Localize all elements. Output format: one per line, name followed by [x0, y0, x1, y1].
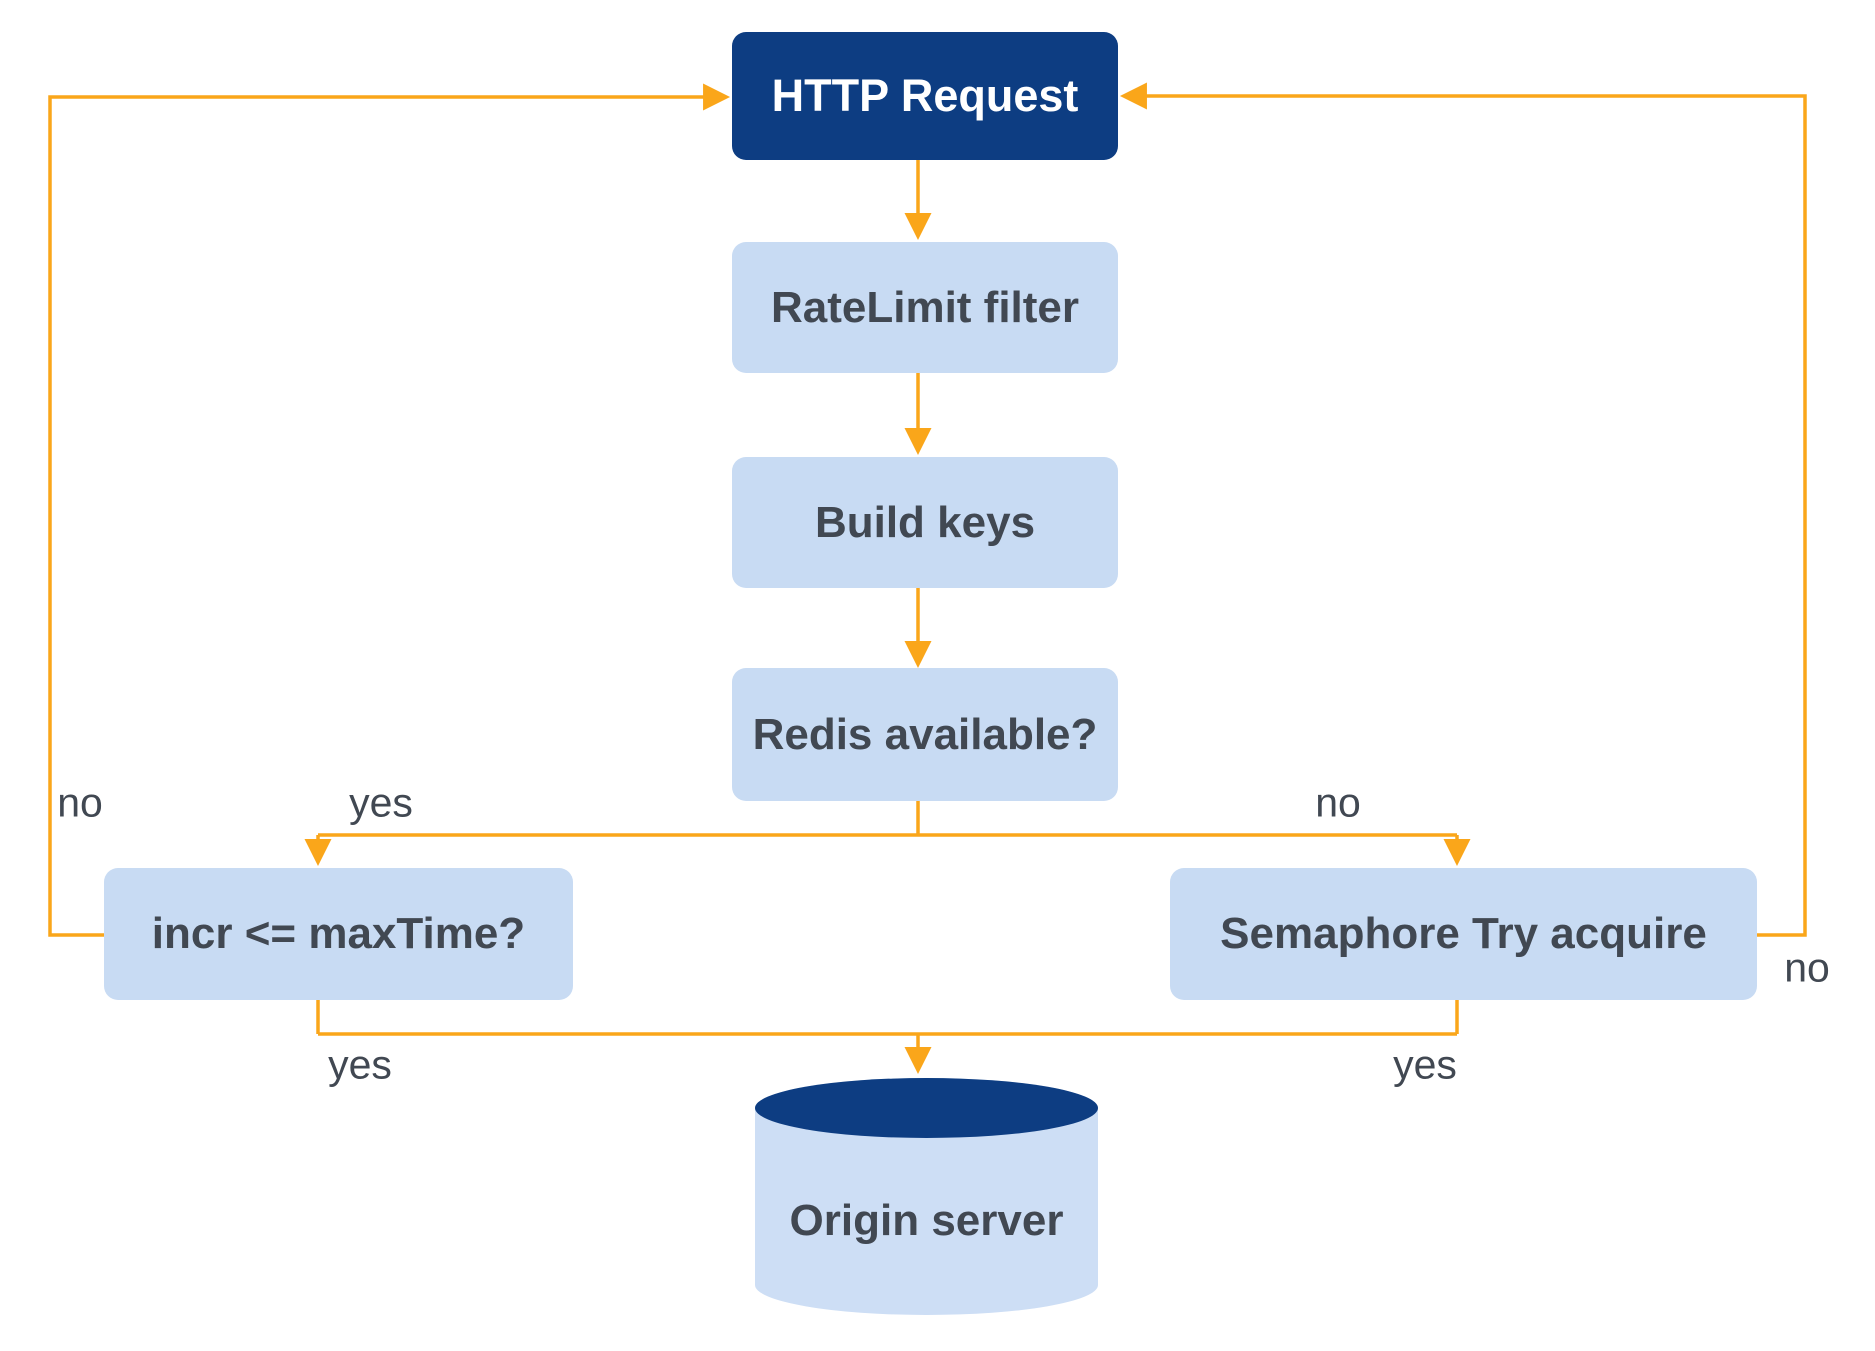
node-http-request: HTTP Request — [732, 32, 1118, 160]
edge-label-semaphore-yes: yes — [1393, 1041, 1457, 1088]
node-redis-available: Redis available? — [732, 668, 1118, 801]
cylinder-shape-icon — [755, 1078, 1098, 1315]
edge-semaphore-no-loop — [1119, 82, 1807, 937]
node-semaphore-try-acquire-label: Semaphore Try acquire — [1220, 909, 1707, 958]
node-ratelimit-filter-label: RateLimit filter — [770, 282, 1080, 332]
edge-label-semaphore-no: no — [1784, 944, 1830, 991]
node-ratelimit-filter: RateLimit filter — [732, 242, 1118, 373]
node-semaphore-try-acquire: Semaphore Try acquire — [1170, 868, 1757, 1000]
node-redis-available-label: Redis available? — [752, 709, 1098, 759]
node-origin-server: Origin server — [755, 1078, 1098, 1315]
edge-label-redis-no: no — [1315, 779, 1361, 826]
edge-redis-branch-split — [318, 800, 1457, 837]
edge-label-incr-no: no — [57, 779, 103, 826]
node-incr-check-label: incr <= maxTime? — [151, 909, 526, 958]
node-build-keys-label: Build keys — [814, 497, 1036, 547]
node-origin-server-label: Origin server — [789, 1196, 1064, 1245]
edge-label-incr-yes: yes — [328, 1041, 392, 1088]
edge-label-redis-yes: yes — [349, 779, 413, 826]
node-build-keys: Build keys — [732, 457, 1118, 588]
edge-yes-merge — [316, 1000, 1459, 1036]
edge-incr-no-loop — [48, 83, 731, 937]
node-incr-check: incr <= maxTime? — [104, 868, 573, 1000]
node-http-request-label: HTTP Request — [771, 70, 1079, 121]
